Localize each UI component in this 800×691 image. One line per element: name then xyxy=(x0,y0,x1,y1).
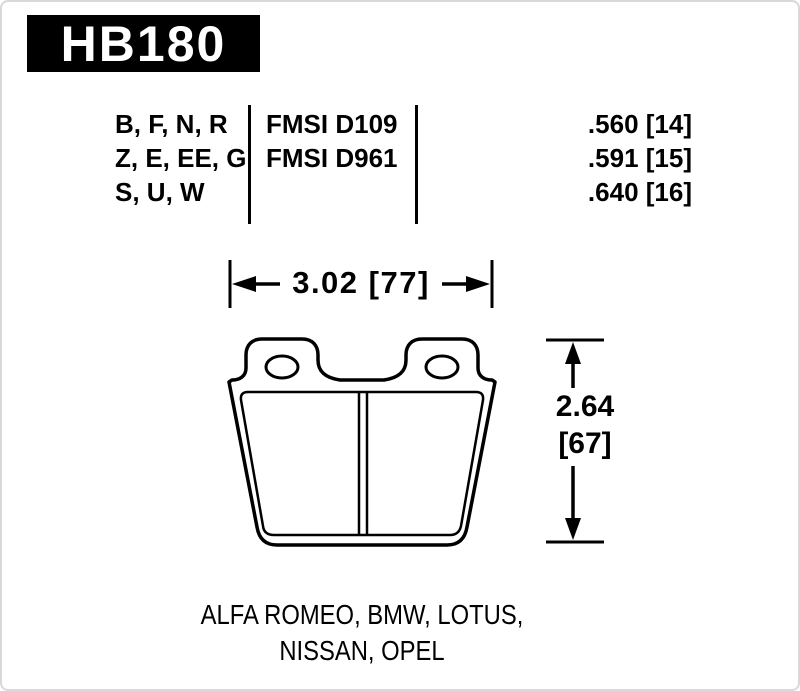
width-arrowhead-left-icon xyxy=(232,276,256,292)
height-dimension-millimeters: [67] xyxy=(558,427,612,460)
part-number-box: HB180 xyxy=(27,15,260,72)
thickness-row-2: .591 [15] xyxy=(587,143,692,173)
compound-codes-row-1: B, F, N, R xyxy=(115,109,228,139)
applications-text: ALFA ROMEO, BMW, LOTUS, NISSAN, OPEL xyxy=(150,597,575,669)
thickness-row-3: .640 [16] xyxy=(587,177,692,207)
fmsi-row-1: FMSI D109 xyxy=(266,109,398,139)
pad-friction-outline xyxy=(239,390,485,537)
width-dimension-graphic xyxy=(228,260,494,308)
brake-pad-drawing xyxy=(227,337,497,547)
fmsi-column: FMSI D109 FMSI D961 xyxy=(266,107,398,175)
compound-codes-row-3: S, U, W xyxy=(115,177,205,207)
compound-codes-column: B, F, N, R Z, E, EE, G S, U, W xyxy=(115,107,246,209)
pad-mounting-hole-left xyxy=(264,354,300,380)
part-number: HB180 xyxy=(60,15,227,72)
pad-mounting-hole-right xyxy=(424,354,460,380)
height-arrowhead-top-icon xyxy=(565,342,581,364)
applications-line-1: ALFA ROMEO, BMW, LOTUS, xyxy=(200,599,524,630)
height-dimension-inches: 2.64 xyxy=(555,390,615,423)
table-divider-left xyxy=(248,105,251,224)
applications-line-2: NISSAN, OPEL xyxy=(279,635,445,666)
height-dimension-graphic xyxy=(546,338,604,544)
width-dimension-label: 3.02 [77] xyxy=(292,265,430,300)
height-arrowhead-bottom-icon xyxy=(565,518,581,540)
height-dimension-label: 2.64 [67] xyxy=(548,388,622,462)
thickness-column: .560 [14] .591 [15] .640 [16] xyxy=(532,107,692,209)
compound-codes-row-2: Z, E, EE, G xyxy=(115,143,247,173)
width-arrowhead-right-icon xyxy=(466,276,490,292)
table-divider-right xyxy=(415,105,418,224)
fmsi-row-2: FMSI D961 xyxy=(266,143,398,173)
thickness-row-1: .560 [14] xyxy=(587,109,692,139)
pad-outer-outline xyxy=(227,337,497,547)
